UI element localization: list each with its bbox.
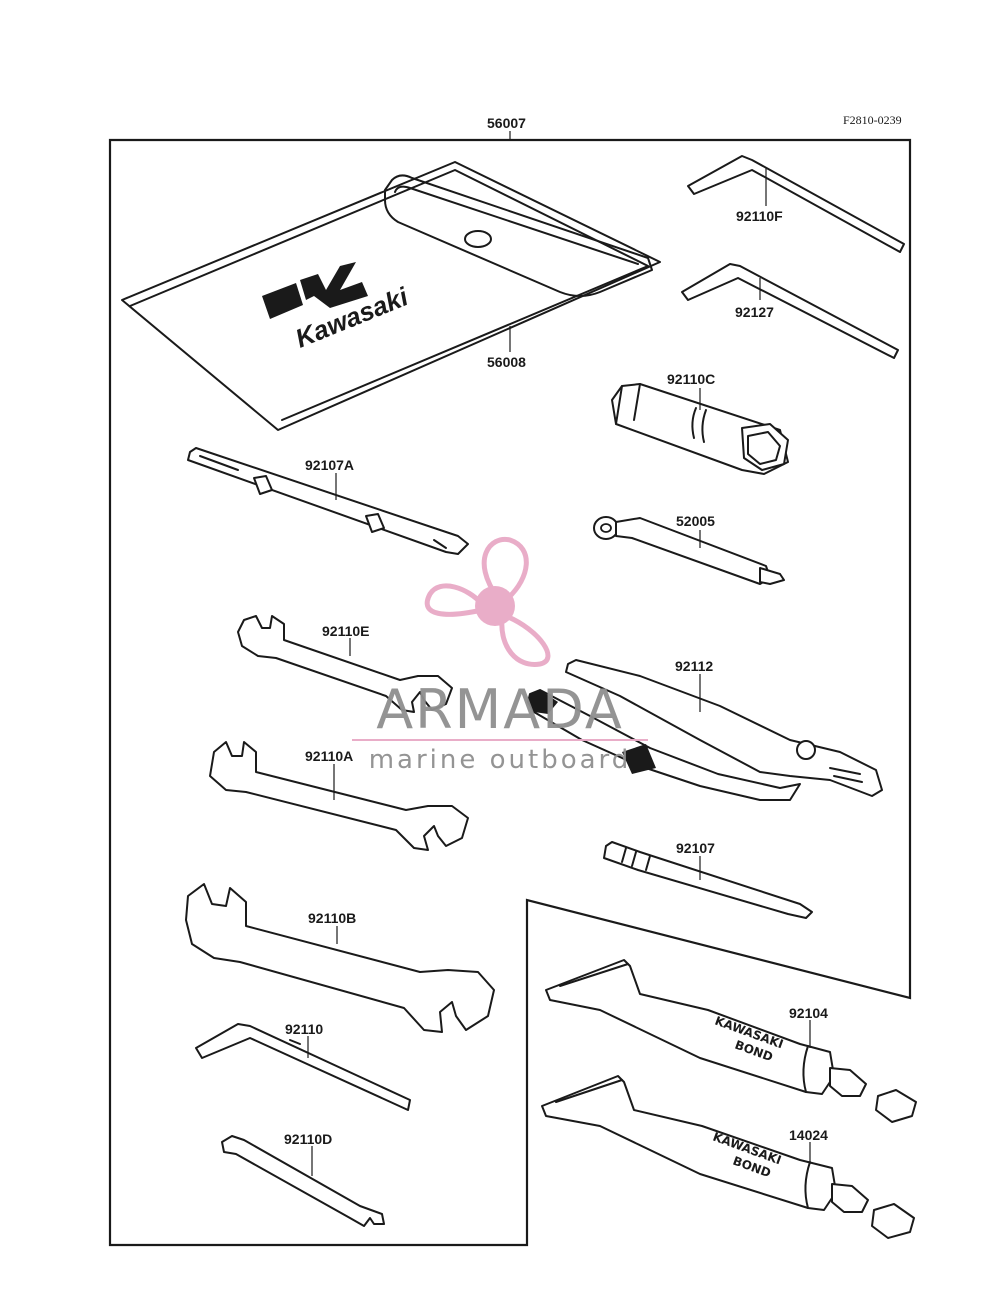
label-pin-spanner: 92110D bbox=[284, 1131, 332, 1147]
hex-key-short bbox=[195, 1023, 411, 1111]
label-pliers: 92112 bbox=[675, 658, 713, 674]
label-wrench-medium: 92110A bbox=[305, 748, 353, 764]
kit-frame bbox=[108, 138, 912, 1247]
bond-tube-upper: KAWASAKI BOND bbox=[545, 959, 917, 1123]
kit-label: 56007 bbox=[487, 115, 526, 131]
label-hex-key-short: 92110 bbox=[285, 1021, 323, 1037]
label-screwdriver-bit: 92107 bbox=[676, 840, 715, 856]
propeller-icon bbox=[424, 536, 551, 667]
label-wrench-small: 92110E bbox=[322, 623, 370, 639]
label-screwdriver-handle: 52005 bbox=[676, 513, 715, 529]
label-bond-tube-upper: 92104 bbox=[789, 1005, 828, 1021]
screwdriver-handle bbox=[593, 516, 785, 585]
hex-key-medium bbox=[681, 263, 899, 359]
hex-key-long bbox=[687, 155, 905, 253]
label-hex-key-medium: 92127 bbox=[735, 304, 774, 320]
label-wrench-large: 92110B bbox=[308, 910, 356, 926]
screwdriver-double bbox=[187, 447, 469, 555]
label-spark-plug-wrench: 92110C bbox=[667, 371, 715, 387]
wrench-large bbox=[185, 883, 495, 1033]
armada-watermark: ARMADA marine outboard bbox=[352, 536, 648, 775]
pin-spanner bbox=[221, 1135, 385, 1227]
bond-tube-lower: KAWASAKI BOND bbox=[541, 1075, 915, 1239]
watermark-brand: ARMADA bbox=[376, 678, 624, 741]
label-hex-key-long: 92110F bbox=[736, 208, 783, 224]
reference-code: F2810-0239 bbox=[843, 113, 902, 127]
wrench-small bbox=[237, 615, 453, 713]
screwdriver-bit bbox=[603, 841, 813, 919]
tool-pouch: Kawasaki bbox=[121, 161, 661, 431]
wrench-medium bbox=[209, 741, 469, 851]
label-screwdriver-double: 92107A bbox=[305, 457, 354, 473]
spark-plug-wrench bbox=[611, 383, 789, 475]
label-bond-tube-lower: 14024 bbox=[789, 1127, 828, 1143]
watermark-tagline: marine outboard bbox=[369, 745, 632, 775]
pliers bbox=[527, 659, 883, 801]
label-pouch: 56008 bbox=[487, 354, 526, 370]
